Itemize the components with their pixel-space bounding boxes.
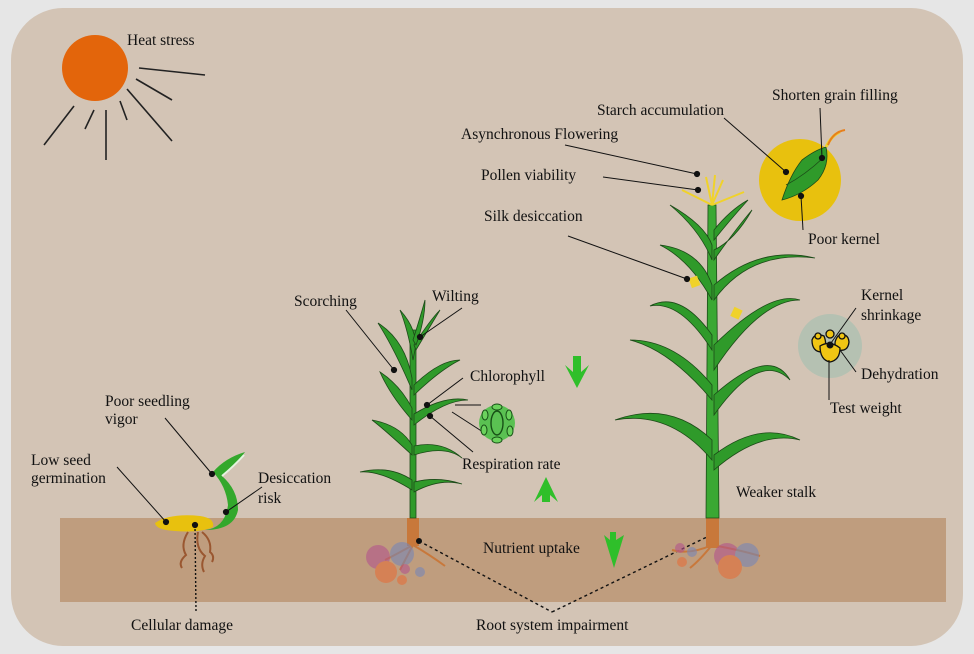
- label-desiccation-risk-2: risk: [258, 490, 282, 507]
- soil-band: [60, 518, 946, 602]
- label-weaker-stalk: Weaker stalk: [736, 484, 817, 501]
- mature-corn-plant-illustration: [564, 144, 816, 579]
- arrow-up-icon: [534, 477, 558, 502]
- label-silk-desiccation: Silk desiccation: [484, 208, 583, 225]
- label-chlorophyll: Chlorophyll: [470, 368, 545, 385]
- label-desiccation-risk-1: Desiccation: [258, 470, 332, 487]
- label-pollen-viability: Pollen viability: [481, 167, 577, 184]
- label-kernel-shrinkage-2: shrinkage: [861, 307, 922, 324]
- label-nutrient-uptake: Nutrient uptake: [483, 540, 580, 557]
- label-test-weight: Test weight: [830, 400, 902, 417]
- label-wilting: Wilting: [432, 288, 479, 305]
- kernel-cluster-icon: [798, 307, 862, 400]
- label-poor-seedling-vigor-2: vigor: [105, 411, 138, 428]
- label-dehydration: Dehydration: [861, 366, 939, 383]
- arrow-down-icon: [565, 356, 589, 388]
- seedling-illustration: [116, 417, 263, 613]
- arrow-down-icon: [604, 532, 624, 568]
- label-asynchronous-flowering: Asynchronous Flowering: [461, 126, 619, 143]
- label-shorten-grain-filling: Shorten grain filling: [772, 87, 898, 104]
- label-kernel-shrinkage-1: Kernel: [861, 287, 904, 304]
- label-respiration-rate: Respiration rate: [462, 456, 561, 473]
- chloroplast-cell-icon: [479, 403, 515, 444]
- label-low-seed-germination-1: Low seed: [31, 452, 91, 469]
- corn-ear-icon: [723, 107, 846, 231]
- label-cellular-damage: Cellular damage: [131, 617, 233, 634]
- label-starch-accumulation: Starch accumulation: [597, 102, 724, 119]
- vegetative-plant-illustration: [345, 299, 712, 613]
- label-root-system-impairment: Root system impairment: [476, 617, 629, 634]
- label-low-seed-germination-2: germination: [31, 470, 106, 487]
- label-poor-seedling-vigor-1: Poor seedling: [105, 393, 190, 410]
- tassel: [681, 174, 745, 206]
- label-scorching: Scorching: [294, 293, 357, 310]
- sun-icon: [43, 35, 206, 160]
- label-heat-stress: Heat stress: [127, 32, 195, 49]
- label-poor-kernel: Poor kernel: [808, 231, 880, 248]
